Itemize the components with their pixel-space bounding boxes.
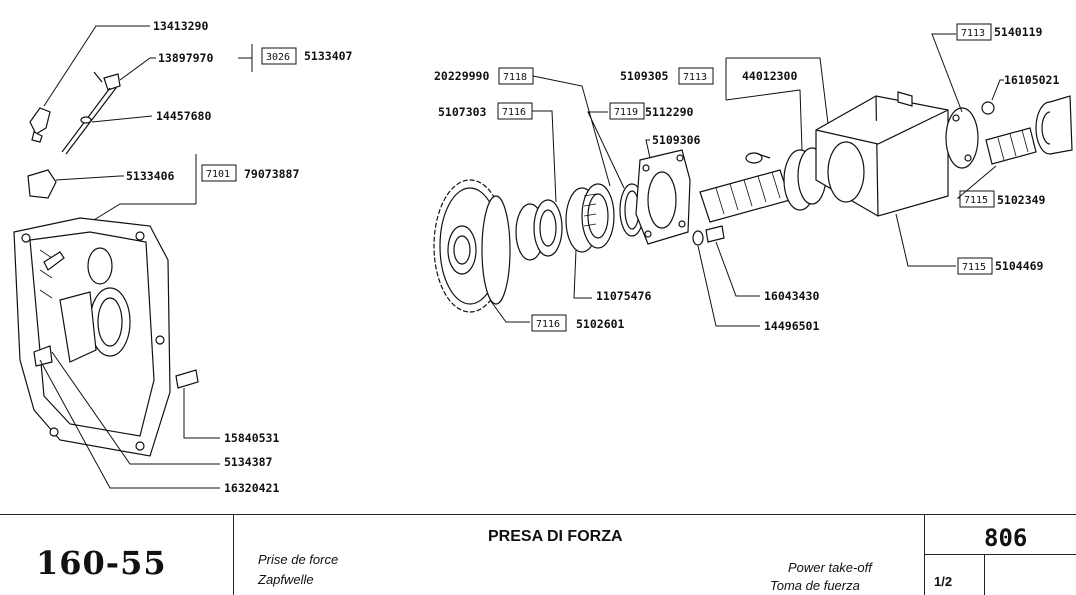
ref-box-7113b: 7113: [961, 28, 985, 39]
leader-20229990: [532, 75, 611, 187]
leader-79073887: [83, 203, 196, 227]
exploded-parts-diagram: 13413290 13897970 3026 5133407 14457680 …: [13, 19, 1073, 495]
label-15840531: 15840531: [224, 431, 279, 445]
label-5140119: 5140119: [994, 25, 1043, 39]
ref-box-7101: 7101: [206, 169, 230, 180]
ref-box-7115b: 7115: [962, 262, 986, 273]
bushing-part: [515, 199, 563, 261]
screw-part: [705, 225, 725, 243]
label-13897970: 13897970: [158, 51, 213, 65]
flange-part: [945, 107, 979, 169]
label-5102349: 5102349: [997, 193, 1046, 207]
label-14457680: 14457680: [156, 109, 211, 123]
label-5133406: 5133406: [126, 169, 175, 183]
label-5107303: 5107303: [438, 105, 487, 119]
leader-5140119: [931, 33, 963, 113]
leader-16043430: [715, 241, 760, 297]
page-subnumber: 1/2: [934, 574, 953, 589]
title-block-divider-left: [233, 514, 234, 595]
label-11075476: 11075476: [596, 289, 651, 303]
label-44012300: 44012300: [742, 69, 797, 83]
cover-plate-part: [635, 149, 691, 245]
leader-11075476: [573, 249, 592, 299]
leader-5102349: [956, 165, 997, 199]
leader-13413290: [43, 25, 150, 107]
ref-box-7119: 7119: [614, 107, 638, 118]
ref-box-7113a: 7113: [683, 72, 707, 83]
label-5104469: 5104469: [995, 259, 1044, 273]
section-title-spanish: Toma de fuerza: [770, 578, 860, 593]
ref-box-7118: 7118: [503, 72, 527, 83]
page-number: 806: [984, 524, 1028, 552]
leader-5109305: [725, 89, 803, 151]
title-block-top-rule: [0, 514, 1076, 515]
label-5134387: 5134387: [224, 455, 273, 469]
section-title-french: Prise de force: [258, 552, 339, 567]
bolt-part: [175, 369, 199, 389]
label-16043430: 16043430: [764, 289, 819, 303]
ref-box-7116a: 7116: [502, 107, 526, 118]
section-title-italian: PRESA DI FORZA: [488, 528, 623, 545]
knob-part: [27, 169, 57, 199]
leader-5102601: [489, 299, 530, 323]
leader-5112290: [587, 111, 625, 189]
leader-16320421: [39, 359, 220, 489]
leader-15840531: [183, 388, 220, 439]
nut-part: [981, 101, 995, 115]
label-16320421: 16320421: [224, 481, 279, 495]
leader-5109306: [645, 139, 651, 159]
label-5112290: 5112290: [645, 105, 694, 119]
pin-part: [745, 152, 771, 164]
title-block: 160-55 PRESA DI FORZA Prise de force Zap…: [0, 514, 1076, 595]
leader-16105021: [991, 79, 1004, 101]
pto-cover-housing: [13, 217, 171, 457]
ref-box-7115a: 7115: [964, 195, 988, 206]
section-title-english: Power take-off: [788, 560, 872, 575]
lever-rod-part: [61, 71, 121, 155]
leader-14496501: [697, 245, 760, 327]
label-5109306: 5109306: [652, 133, 701, 147]
label-79073887: 79073887: [244, 167, 299, 181]
leader-44012300: [726, 57, 831, 141]
gear-part: [433, 179, 511, 313]
leader-5107303: [532, 110, 557, 203]
leader-5134387: [51, 351, 220, 465]
ref-box-7116b: 7116: [536, 319, 560, 330]
plug-part: [29, 107, 51, 143]
section-title-german: Zapfwelle: [258, 572, 314, 587]
bearing-part: [565, 183, 615, 253]
label-14496501: 14496501: [764, 319, 819, 333]
model-number: 160-55: [36, 544, 167, 582]
page-sub-divider: [984, 554, 985, 595]
ref-box-3026: 3026: [266, 52, 290, 63]
page-number-rule: [924, 554, 1076, 555]
leader-5104469: [895, 213, 956, 267]
output-shaft-part: [985, 95, 1073, 165]
washer-part: [692, 230, 704, 246]
label-5109305: 5109305: [620, 69, 669, 83]
label-5133407: 5133407: [304, 49, 353, 63]
label-16105021: 16105021: [1004, 73, 1059, 87]
leader-13897970: [119, 57, 156, 81]
label-13413290: 13413290: [153, 19, 208, 33]
label-20229990: 20229990: [434, 69, 489, 83]
gearbox-housing-part: [815, 91, 949, 217]
splined-shaft-part: [699, 147, 827, 223]
leader-14457680: [91, 115, 153, 123]
leader-5133406: [55, 175, 124, 181]
label-5102601: 5102601: [576, 317, 625, 331]
